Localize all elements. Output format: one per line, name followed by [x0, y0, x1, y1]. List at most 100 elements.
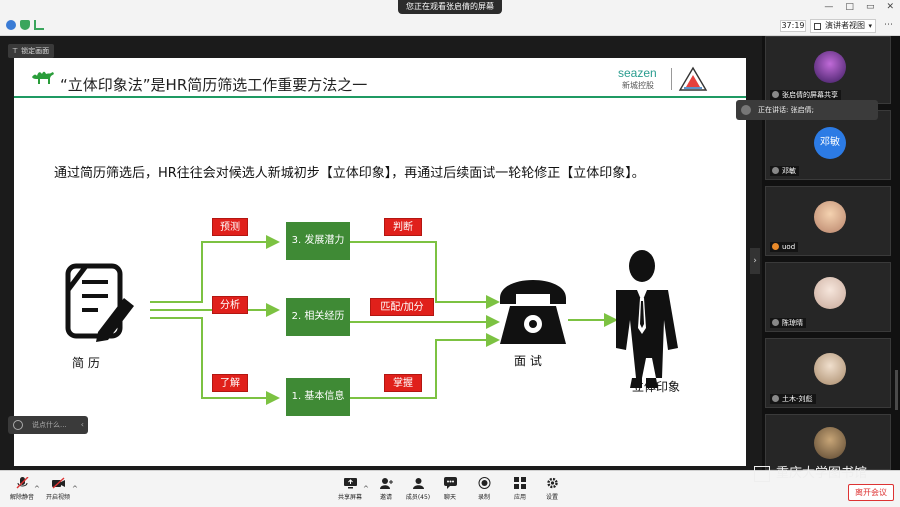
unmute-button[interactable]: 解除静音 [4, 475, 40, 505]
chevron-up-icon[interactable]: ^ [72, 485, 78, 493]
chat-placeholder: 说点什么... [32, 421, 67, 429]
participant-name: uod [782, 243, 796, 251]
raise-hand-icon [772, 243, 779, 250]
members-button[interactable]: 成员(45) [400, 475, 436, 505]
view-mode-button[interactable]: 演讲者视图 ▾ [810, 19, 876, 33]
participant-tile[interactable]: 土木-刘彪 [765, 338, 891, 408]
chevron-up-icon[interactable]: ^ [34, 485, 40, 493]
collapse-strip-button[interactable]: › [750, 248, 760, 274]
strip-scrollbar[interactable] [895, 370, 898, 410]
members-icon [412, 478, 424, 489]
avatar [814, 427, 846, 459]
title-bar: 您正在观看张启倩的屏幕 — □ ▭ ✕ 37:19 演讲者视图 ▾ ⋯ [0, 0, 900, 36]
telephone-icon [500, 280, 566, 344]
participant-tile[interactable]: 陈琼晴 [765, 262, 891, 332]
triangle-logo-icon [678, 66, 708, 91]
library-watermark: 重庆大学图书馆 [754, 462, 867, 482]
apps-label: 应用 [513, 494, 526, 501]
settings-label: 设置 [545, 494, 558, 501]
resume-document-icon [65, 263, 134, 342]
start-video-label: 开启视频 [45, 494, 70, 501]
pin-label: 锁定画面 [21, 47, 50, 55]
watermark-text: 重庆大学图书馆 [776, 466, 868, 481]
info-icon[interactable] [6, 20, 16, 30]
avatar [814, 277, 846, 309]
settings-button[interactable]: 设置 [534, 475, 570, 505]
library-logo-icon [754, 465, 770, 482]
members-label: 成员(45) [405, 494, 431, 501]
seazen-logo: seazen [618, 66, 657, 80]
share-screen-button[interactable]: 共享屏幕 [332, 475, 368, 505]
invite-icon [379, 478, 393, 489]
pin-icon: ⊤ [12, 47, 19, 55]
share-screen-label: 共享屏幕 [337, 494, 362, 501]
result-label: 立体印象 [632, 380, 681, 394]
participant-tile[interactable]: 张启倩的屏幕共享 [765, 36, 891, 104]
box-experience: 2. 相关经历 [286, 298, 350, 336]
window-controls: — □ ▭ ✕ [824, 2, 894, 12]
mic-muted-icon [772, 395, 779, 402]
share-banner: 您正在观看张启倩的屏幕 [398, 0, 502, 14]
slide-title: “立体印象法”是HR简历筛选工作重要方法之一 [60, 76, 368, 94]
tag-judge: 判断 [384, 218, 422, 236]
chat-label: 聊天 [443, 494, 456, 501]
presentation-slide: “立体印象法”是HR简历筛选工作重要方法之一 seazen 新城控股 通过简历筛… [14, 58, 746, 466]
participant-name: 邓敏 [782, 167, 796, 175]
slide-header: “立体印象法”是HR简历筛选工作重要方法之一 seazen 新城控股 [14, 58, 746, 98]
mic-muted-icon [772, 91, 779, 98]
meeting-timer: 37:19 [780, 20, 806, 32]
avatar [814, 353, 846, 385]
unmute-label: 解除静音 [9, 494, 34, 501]
apps-grid-icon [513, 477, 526, 489]
resume-label: 简 历 [72, 356, 100, 370]
start-video-button[interactable]: 开启视频 [40, 475, 76, 505]
shield-icon[interactable] [20, 20, 30, 30]
participant-tile[interactable]: 邓敏 邓敏 [765, 110, 891, 180]
maximize-button[interactable]: □ [845, 2, 854, 12]
invite-button[interactable]: 邀请 [368, 475, 404, 505]
participant-tile[interactable] [765, 414, 891, 470]
chevron-down-icon: ▾ [868, 22, 872, 30]
mic-off-icon [16, 477, 28, 489]
meeting-toolbar: 解除静音 ^ 开启视频 ^ 共享屏幕 ^ 邀请 成员(45) 聊天 录制 应用 … [0, 470, 900, 507]
box-potential: 3. 发展潜力 [286, 222, 350, 260]
avatar [814, 201, 846, 233]
grid-icon [814, 23, 821, 30]
logo-divider [671, 68, 672, 90]
seazen-logo-cn: 新城控股 [622, 81, 654, 90]
mic-muted-icon [772, 167, 779, 174]
close-button[interactable]: ✕ [886, 2, 894, 12]
businessman-icon [616, 250, 678, 388]
gear-icon [546, 477, 558, 489]
status-icons [6, 20, 44, 30]
flow-diagram [65, 235, 678, 405]
signal-icon[interactable] [34, 20, 44, 30]
arrow-bottom-to-interview [350, 333, 500, 399]
share-screen-icon [343, 478, 357, 489]
slide-intro-text: 通过简历筛选后，HR往往会对候选人新城初步【立体印象】，再通过后续面试一轮轮修正… [54, 166, 645, 181]
pin-view-button[interactable]: ⊤锁定画面 [8, 44, 55, 58]
avatar: 邓敏 [814, 127, 846, 159]
minimize-button[interactable]: — [824, 2, 834, 12]
speaker-avatar [741, 105, 751, 115]
record-button[interactable]: 录制 [466, 475, 502, 505]
mic-muted-icon [772, 319, 779, 326]
chevron-up-icon[interactable]: ^ [363, 485, 369, 493]
participant-name: 张启倩的屏幕共享 [782, 91, 838, 99]
participant-tile[interactable]: uod [765, 186, 891, 256]
record-label: 录制 [477, 494, 490, 501]
arrow-resume-to-top [150, 235, 280, 303]
more-options-icon[interactable]: ⋯ [884, 20, 893, 30]
chat-button[interactable]: 聊天 [432, 475, 468, 505]
tag-master: 掌握 [384, 374, 422, 392]
restore-button[interactable]: ▭ [865, 2, 875, 12]
camera-off-icon [51, 477, 65, 489]
tag-understand: 了解 [212, 374, 248, 392]
chevron-left-icon[interactable]: ‹ [80, 420, 84, 429]
leave-meeting-button[interactable]: 离开会议 [848, 484, 894, 501]
active-speaker-tip: 正在讲话: 张启倩; [736, 100, 878, 120]
tag-match: 匹配/加分 [370, 298, 434, 316]
quick-chat-input[interactable]: 说点什么... ‹ [8, 416, 88, 434]
arrow-top-to-interview [350, 241, 500, 309]
apps-button[interactable]: 应用 [502, 475, 538, 505]
